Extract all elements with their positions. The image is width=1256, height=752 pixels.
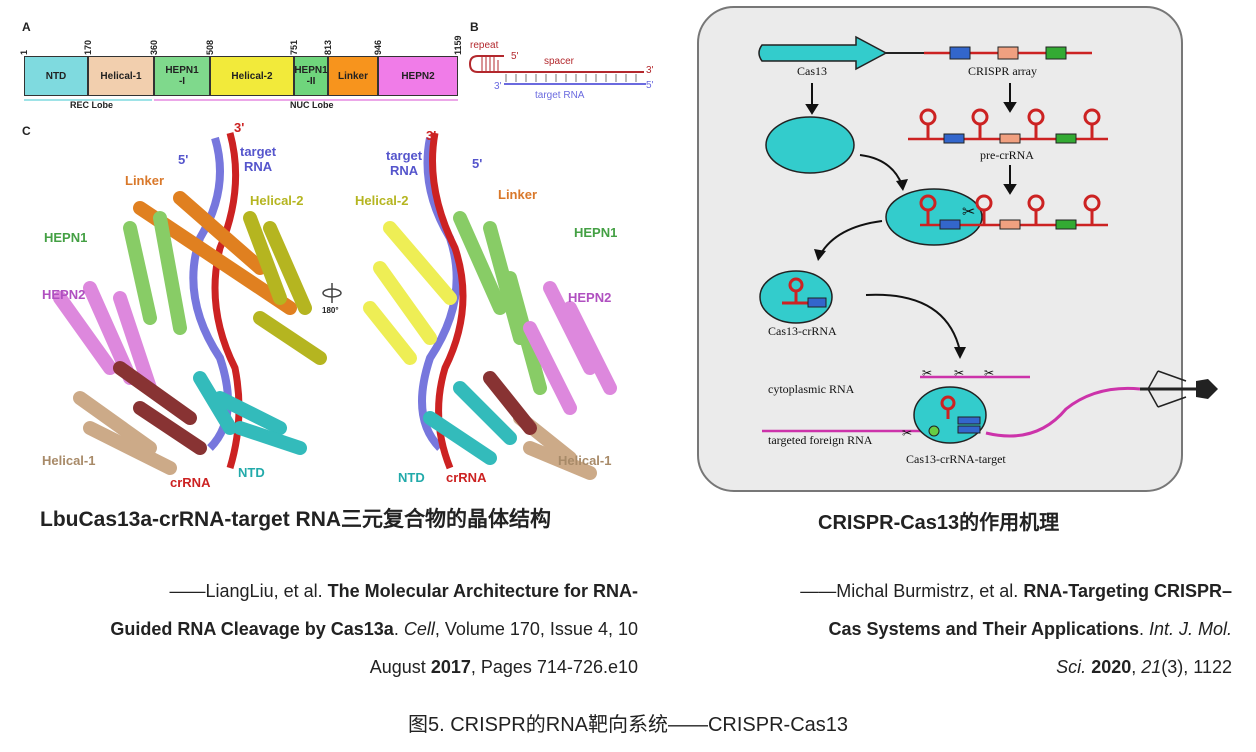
domain-hepn1-i: HEPN1 -I <box>154 56 210 96</box>
right-hepn1: HEPN1 <box>574 225 618 240</box>
targeted-foreign-rna-label: targeted foreign RNA <box>768 433 873 447</box>
svg-text:✂: ✂ <box>902 426 912 440</box>
position-label: 170 <box>83 39 93 55</box>
left-helical2: Helical-2 <box>250 193 304 208</box>
reference-left: ——LiangLiu, et al. The Molecular Archite… <box>110 581 638 677</box>
position-label: 1159 <box>453 35 463 55</box>
ref-left-journal: Cell <box>403 619 435 639</box>
rotation-label: 180° <box>322 306 339 315</box>
domain-helical-2: Helical-2 <box>210 56 294 96</box>
ref-right-year: 2020 <box>1091 657 1132 677</box>
domain-helical-1: Helical-1 <box>88 56 154 96</box>
cas13-crrna-label: Cas13-crRNA <box>768 324 837 338</box>
position-label: 508 <box>205 39 215 55</box>
ref-right-prefix: ——Michal Burmistrz, et al. <box>800 581 1024 601</box>
panel-c-letter: C <box>22 124 31 138</box>
nuc-lobe-label: NUC Lobe <box>290 100 334 110</box>
ref-right-title2: Cas Systems and Their Applications <box>828 619 1139 639</box>
crispr-array-label: CRISPR array <box>968 64 1037 78</box>
ref-right-issue: (3), 1122 <box>1161 657 1232 677</box>
right-target-rna: target RNA <box>386 148 423 178</box>
ref-left-date: August <box>369 657 431 677</box>
figure-caption: 图5. CRISPR的RNA靶向系统——CRISPR-Cas13 <box>407 714 849 736</box>
panel-b-letter: B <box>470 20 479 34</box>
svg-text:✂: ✂ <box>954 366 964 380</box>
left-hepn2: HEPN2 <box>42 287 86 302</box>
left-linker: Linker <box>125 173 165 188</box>
right-caption: CRISPR-Cas13的作用机理 <box>818 512 1060 534</box>
left-target-rna: target RNA <box>240 144 277 174</box>
right-crrna: crRNA <box>446 470 487 485</box>
structure-left <box>53 132 327 475</box>
left-helical1: Helical-1 <box>42 453 96 468</box>
target-rna-label: target RNA <box>535 90 585 101</box>
repeat-label: repeat <box>470 40 499 51</box>
ref-right-volume: 21 <box>1141 657 1162 677</box>
domain-hepn2: HEPN2 <box>378 56 458 96</box>
lobe-brackets <box>24 99 458 101</box>
ref-left-prefix: ——LiangLiu, et al. <box>169 581 328 601</box>
crrna-target-diagram <box>468 55 646 85</box>
repeat-five-prime: 5' <box>511 51 519 62</box>
right-helical1: Helical-1 <box>558 453 612 468</box>
ref-left-pages: , Pages 714-726.e10 <box>470 657 638 677</box>
svg-text:✂: ✂ <box>962 204 975 221</box>
right-three-prime: 3' <box>426 128 437 143</box>
ref-left-title2: Guided RNA Cleavage by Cas13a <box>110 619 394 639</box>
position-label: 813 <box>323 39 333 55</box>
domain-hepn1-ii: HEPN1 -II <box>294 56 328 96</box>
svg-text:✂: ✂ <box>922 366 932 380</box>
right-hepn2: HEPN2 <box>568 290 612 305</box>
ref-right-journal2: Sci. <box>1056 657 1087 677</box>
spacer-three-prime: 3' <box>646 65 654 76</box>
svg-text:✂: ✂ <box>984 366 994 380</box>
left-crrna: crRNA <box>170 475 211 490</box>
ref-left-title1: The Molecular Architecture for RNA- <box>327 581 638 601</box>
ref-left-year: 2017 <box>430 657 471 677</box>
right-linker: Linker <box>498 187 538 202</box>
domain-linker: Linker <box>328 56 378 96</box>
ref-right-title1: RNA-Targeting CRISPR– <box>1023 581 1232 601</box>
rec-lobe-label: REC Lobe <box>70 100 114 110</box>
left-ntd: NTD <box>238 465 265 480</box>
target-five-prime: 5' <box>646 80 654 91</box>
right-ntd: NTD <box>398 470 425 485</box>
target-three-prime: 3' <box>494 81 502 92</box>
reference-right: ——Michal Burmistrz, et al. RNA-Targeting… <box>800 581 1232 677</box>
crystal-structure-image <box>53 132 617 480</box>
left-three-prime: 3' <box>234 120 245 135</box>
pre-crrna-label: pre-crRNA <box>980 148 1034 162</box>
domain-ntd: NTD <box>24 56 88 96</box>
right-helical2: Helical-2 <box>355 193 409 208</box>
cas13-crrna-target-label: Cas13-crRNA-target <box>906 452 1006 466</box>
position-label: 1 <box>19 49 29 55</box>
spacer-label: spacer <box>544 56 575 67</box>
cas13-label: Cas13 <box>797 64 827 78</box>
right-five-prime: 5' <box>472 156 483 171</box>
ref-right-journal: Int. J. Mol. <box>1148 619 1232 639</box>
left-five-prime: 5' <box>178 152 189 167</box>
left-caption: LbuCas13a-crRNA-target RNA三元复合物的晶体结构 <box>40 508 552 531</box>
ref-left-details: , Volume 170, Issue 4, 10 <box>434 619 638 639</box>
structure-right <box>363 132 617 480</box>
position-label: 751 <box>289 39 299 55</box>
panel-a-letter: A <box>22 20 31 34</box>
mechanism-diagram: ✂ ✂ ✂ ✂ ✂ <box>697 6 1218 492</box>
left-hepn1: HEPN1 <box>44 230 88 245</box>
position-label: 946 <box>373 39 383 55</box>
position-label: 360 <box>149 39 159 55</box>
cytoplasmic-rna-label: cytoplasmic RNA <box>768 382 855 396</box>
